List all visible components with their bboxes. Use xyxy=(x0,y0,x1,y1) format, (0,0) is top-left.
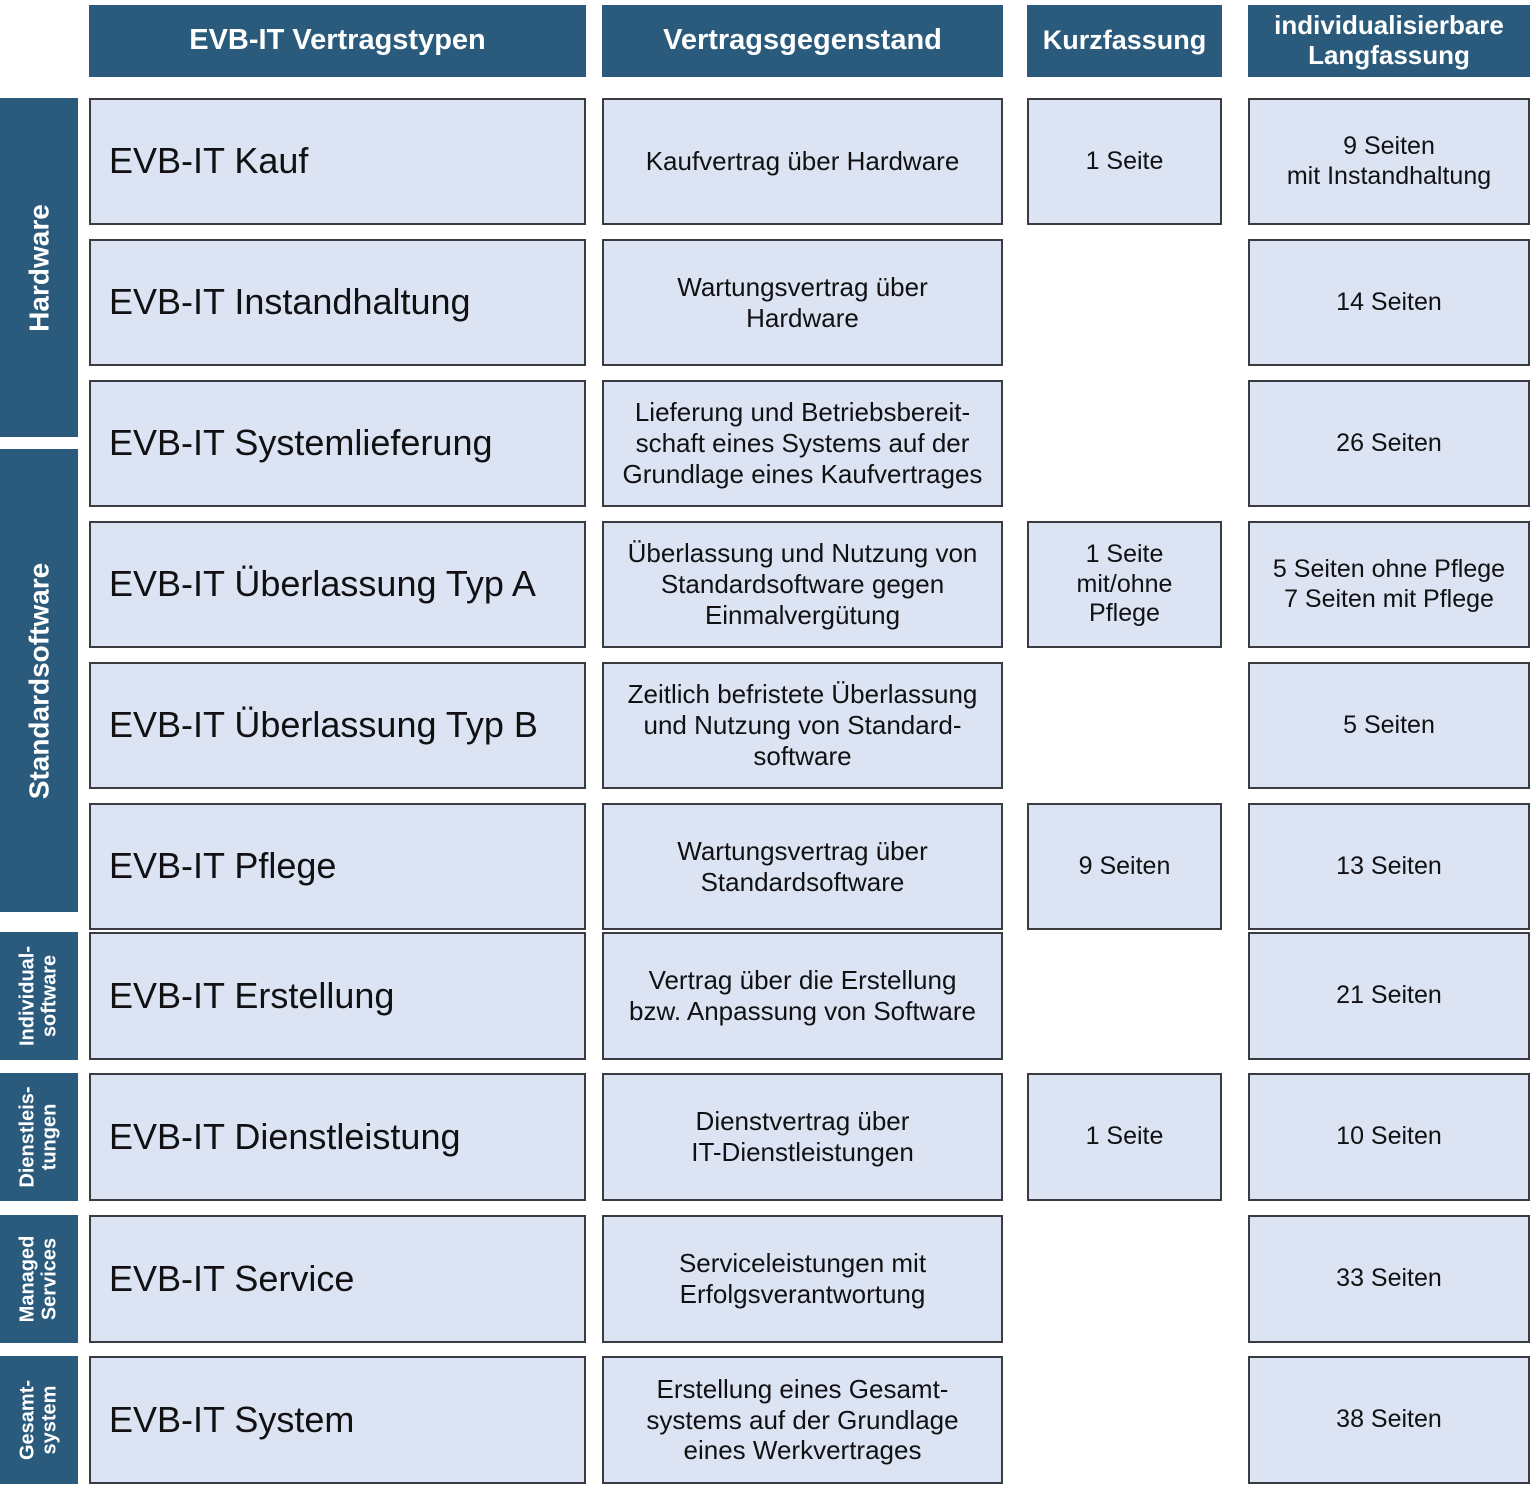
cell-long-version-7: 10 Seiten xyxy=(1248,1073,1530,1201)
cell-contract-type-8: EVB-IT Service xyxy=(89,1215,586,1343)
cell-contract-object-0-text: Kaufvertrag über Hardware xyxy=(645,146,960,177)
cell-contract-object-0: Kaufvertrag über Hardware xyxy=(602,98,1003,225)
cell-long-version-4: 5 Seiten xyxy=(1248,662,1530,789)
cell-contract-type-0: EVB-IT Kauf xyxy=(89,98,586,225)
cell-contract-type-4: EVB-IT Überlassung Typ B xyxy=(89,662,586,789)
cell-long-version-5: 13 Seiten xyxy=(1248,803,1530,930)
cell-contract-type-1: EVB-IT Instandhaltung xyxy=(89,239,586,366)
cell-long-version-1: 14 Seiten xyxy=(1248,239,1530,366)
category-label-standardsoftware: Standardsoftware xyxy=(23,562,55,799)
column-header-vertragsgegenstand: Vertragsgegenstand xyxy=(602,5,1003,77)
category-label-dienstleistungen: Dienstleis-tungen xyxy=(16,1086,61,1188)
cell-contract-type-9-text: EVB-IT System xyxy=(109,1398,355,1440)
cell-contract-type-5: EVB-IT Pflege xyxy=(89,803,586,930)
cell-contract-object-9-text: Erstellung eines Gesamt-systems auf der … xyxy=(646,1373,959,1466)
column-header-langfassung: individualisierbare Langfassung xyxy=(1248,5,1530,77)
cell-short-version-5: 9 Seiten xyxy=(1027,803,1222,930)
category-block-hardware: Hardware xyxy=(0,98,78,437)
cell-contract-type-5-text: EVB-IT Pflege xyxy=(109,845,337,887)
cell-short-version-5-text: 9 Seiten xyxy=(1078,851,1171,880)
cell-contract-type-3-text: EVB-IT Überlassung Typ A xyxy=(109,563,536,605)
cell-short-version-0-text: 1 Seite xyxy=(1085,146,1164,175)
column-header-kurzfassung: Kurzfassung xyxy=(1027,5,1222,77)
cell-contract-type-2: EVB-IT Systemlieferung xyxy=(89,380,586,507)
category-block-standardsoftware: Standardsoftware xyxy=(0,449,78,912)
cell-long-version-9: 38 Seiten xyxy=(1248,1356,1530,1484)
cell-long-version-7-text: 10 Seiten xyxy=(1336,1122,1442,1151)
cell-contract-type-6-text: EVB-IT Erstellung xyxy=(109,974,395,1016)
cell-contract-object-2-text: Lieferung und Betriebsbereit-schaft eine… xyxy=(622,397,983,489)
column-header-vertragstypen: EVB-IT Vertragstypen xyxy=(89,5,586,77)
cell-long-version-4-text: 5 Seiten xyxy=(1343,710,1435,739)
cell-short-version-0: 1 Seite xyxy=(1027,98,1222,225)
cell-short-version-7-text: 1 Seite xyxy=(1085,1122,1164,1151)
cell-long-version-1-text: 14 Seiten xyxy=(1336,287,1442,316)
cell-long-version-5-text: 13 Seiten xyxy=(1336,851,1442,880)
category-label-individualsoftware: Individual-software xyxy=(16,946,61,1046)
cell-contract-type-3: EVB-IT Überlassung Typ A xyxy=(89,521,586,648)
cell-long-version-6-text: 21 Seiten xyxy=(1336,981,1442,1010)
cell-contract-type-9: EVB-IT System xyxy=(89,1356,586,1484)
category-block-gesamtsystem: Gesamt-system xyxy=(0,1356,78,1484)
cell-long-version-9-text: 38 Seiten xyxy=(1336,1405,1442,1434)
cell-long-version-6: 21 Seiten xyxy=(1248,932,1530,1060)
cell-contract-type-1-text: EVB-IT Instandhaltung xyxy=(109,281,471,323)
category-label-gesamtsystem: Gesamt-system xyxy=(16,1379,61,1461)
cell-contract-type-8-text: EVB-IT Service xyxy=(109,1257,355,1299)
cell-short-version-7: 1 Seite xyxy=(1027,1073,1222,1201)
cell-contract-object-9: Erstellung eines Gesamt-systems auf der … xyxy=(602,1356,1003,1484)
category-block-individualsoftware: Individual-software xyxy=(0,932,78,1060)
category-label-hardware: Hardware xyxy=(23,203,55,332)
category-block-dienstleistungen: Dienstleis-tungen xyxy=(0,1073,78,1201)
cell-contract-type-7-text: EVB-IT Dienstleistung xyxy=(109,1115,461,1157)
cell-contract-type-7: EVB-IT Dienstleistung xyxy=(89,1073,586,1201)
cell-long-version-2-text: 26 Seiten xyxy=(1336,428,1442,457)
cell-long-version-8: 33 Seiten xyxy=(1248,1215,1530,1343)
cell-long-version-2: 26 Seiten xyxy=(1248,380,1530,507)
cell-long-version-8-text: 33 Seiten xyxy=(1336,1264,1442,1293)
cell-contract-type-4-text: EVB-IT Überlassung Typ B xyxy=(109,704,538,746)
cell-contract-type-0-text: EVB-IT Kauf xyxy=(109,140,309,182)
cell-contract-object-2: Lieferung und Betriebsbereit-schaft eine… xyxy=(602,380,1003,507)
cell-contract-type-2-text: EVB-IT Systemlieferung xyxy=(109,422,493,464)
cell-contract-type-6: EVB-IT Erstellung xyxy=(89,932,586,1060)
